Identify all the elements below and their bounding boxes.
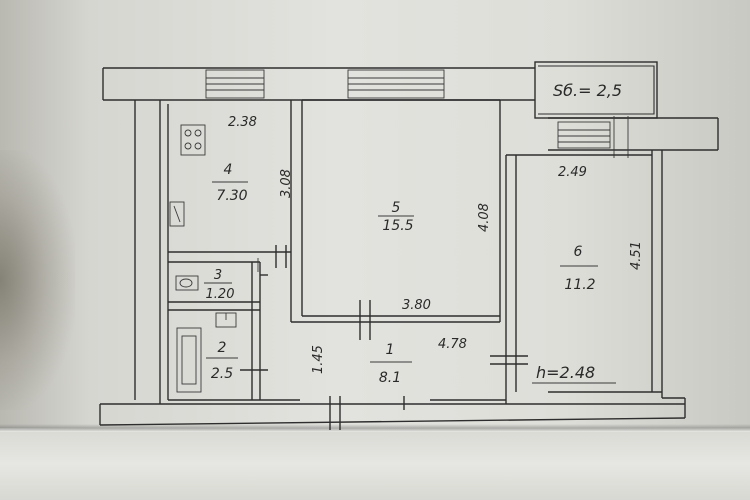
room-number: 3 (214, 268, 222, 283)
room-labels: 4 7.30 5 15.5 6 11.2 3 1.20 2 (204, 162, 598, 386)
room-6-bedroom: 6 11.2 (560, 244, 598, 293)
balcony: Sб.= 2,5 (534, 61, 658, 119)
room-area: 8.1 (379, 370, 401, 386)
room-area: 2.5 (211, 366, 233, 382)
room-number: 6 (574, 244, 583, 260)
room-number: 2 (218, 340, 227, 356)
ceiling-height-label: h=2.48 (536, 363, 595, 382)
room-area: 7.30 (216, 188, 247, 204)
dim-hall-width: 4.78 (438, 337, 467, 352)
bath-sink-icon (215, 312, 237, 328)
room-number: 4 (224, 162, 233, 178)
balcony-area-label: Sб.= 2,5 (553, 81, 622, 100)
dimension-labels: 2.38 3.08 4.08 3.80 2.49 4.51 4.78 1.45 (228, 115, 644, 374)
window-bedroom (557, 116, 629, 158)
room-4-kitchen: 4 7.30 (212, 162, 248, 204)
stove-icon (180, 124, 206, 156)
room-number: 5 (392, 200, 401, 216)
inner-walls (167, 99, 652, 430)
room-area: 15.5 (382, 218, 413, 234)
room-2-bath: 2 2.5 (206, 340, 238, 382)
window-living (347, 69, 445, 99)
room-5-living: 5 15.5 (378, 200, 414, 234)
dim-kitchen-width: 2.38 (228, 115, 257, 130)
dim-living-depth: 4.08 (477, 203, 492, 232)
dim-hall-depth: 1.45 (311, 345, 326, 374)
dim-bedroom-depth: 4.51 (629, 241, 644, 270)
photo-shadow (0, 150, 75, 410)
windows (205, 69, 629, 158)
paper-edge (0, 428, 750, 500)
window-kitchen (205, 69, 265, 99)
outer-walls (99, 67, 719, 426)
dim-living-width: 3.80 (402, 298, 431, 313)
room-area: 11.2 (564, 277, 595, 293)
room-3-wc: 3 1.20 (204, 268, 234, 302)
room-area: 1.20 (206, 287, 235, 302)
toilet-icon (175, 275, 199, 291)
room-number: 1 (386, 342, 395, 358)
dim-bedroom-width: 2.49 (558, 165, 587, 180)
kitchen-sink-icon (169, 201, 185, 227)
room-1-hall: 1 8.1 (370, 342, 412, 386)
paper-fold (0, 424, 750, 432)
dim-kitchen-depth: 3.08 (279, 169, 294, 198)
fixtures (169, 124, 259, 393)
ceiling-height-note: h=2.48 (532, 363, 616, 384)
bathtub-icon (176, 327, 202, 393)
